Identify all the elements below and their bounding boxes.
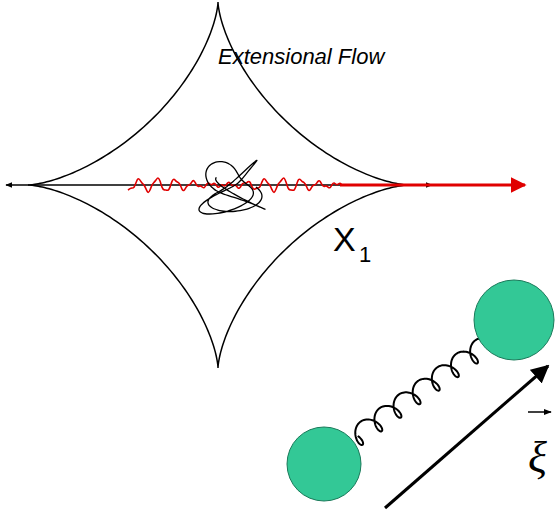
- bead: [474, 280, 554, 360]
- vector-symbol: ξ: [528, 436, 547, 480]
- bead: [287, 427, 361, 501]
- spring-connector: [355, 338, 491, 445]
- axis-subscript: 1: [359, 244, 371, 266]
- coiled-polymer: [199, 160, 265, 214]
- stretch-arrow: [340, 184, 525, 187]
- axis-label: X: [333, 222, 356, 256]
- vector-accent: [528, 411, 551, 413]
- connector-vector: [385, 366, 548, 508]
- figure-title-label: Extensional Flow: [218, 46, 384, 68]
